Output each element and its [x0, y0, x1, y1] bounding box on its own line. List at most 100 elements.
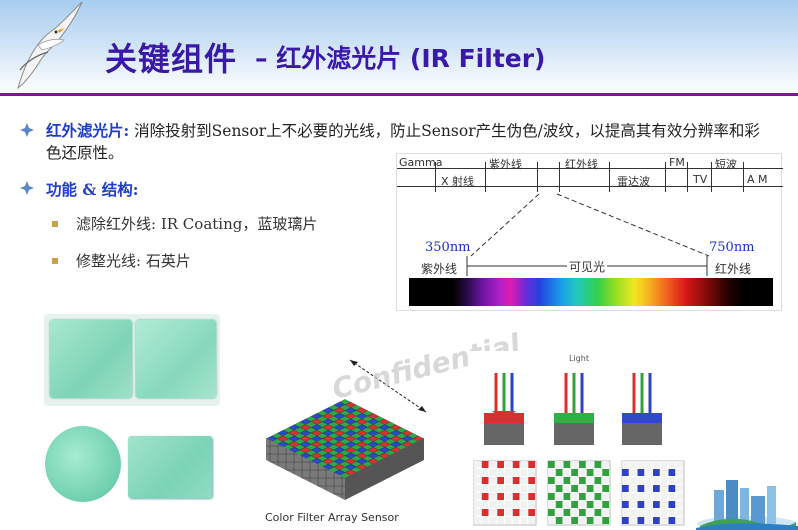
- channel-grid-cell: [563, 485, 571, 492]
- channel-grid-cell: [653, 461, 660, 468]
- channel-grid-cell: [660, 477, 668, 484]
- channel-grid-cell: [489, 477, 497, 484]
- channel-grid-cell: [520, 509, 528, 516]
- channel-grid-cell: [512, 461, 520, 468]
- channel-grid-cell: [645, 501, 652, 508]
- channel-grid-cell: [489, 469, 497, 476]
- channel-grid-cell: [660, 501, 668, 508]
- channel-grid-cell: [555, 509, 563, 516]
- channel-grid-cell: [474, 493, 481, 500]
- channel-grid-cell: [653, 517, 660, 524]
- channel-grid-cell: [676, 517, 683, 524]
- channel-grid-cell: [676, 477, 683, 484]
- channel-grid-cell: [602, 501, 609, 508]
- channel-grid-cell: [548, 477, 555, 484]
- channel-grid-cell: [548, 509, 555, 516]
- light-filter-panel: Light: [468, 351, 686, 530]
- band-xray: X 射线: [441, 175, 475, 188]
- band-ir: 红外线: [565, 158, 598, 171]
- channel-grid-cell: [622, 509, 629, 516]
- channel-grid-cell: [497, 493, 504, 500]
- channel-grid-cell: [629, 485, 637, 492]
- channel-grid-cell: [512, 517, 520, 524]
- channel-grid-cell: [548, 517, 555, 524]
- channel-grid-cell: [653, 493, 660, 500]
- channel-grid-cell: [622, 485, 629, 492]
- channel-grid-cell: [474, 469, 481, 476]
- channel-grid-cell: [668, 509, 676, 516]
- channel-grid-cell: [548, 469, 555, 476]
- title-sub: – 红外滤光片 (IR Filter): [255, 44, 546, 73]
- label-uv: 紫外线: [419, 260, 460, 277]
- channel-grid-cell: [660, 485, 668, 492]
- channel-grid-cell: [571, 461, 578, 468]
- channel-grid-cell: [497, 469, 504, 476]
- channel-grid-cell: [668, 485, 676, 492]
- channel-grid-cell: [645, 517, 652, 524]
- channel-grid-cell: [586, 477, 594, 484]
- channel-grid-cell: [563, 461, 571, 468]
- light-label: Light: [569, 354, 589, 363]
- channel-grid-cell: [594, 477, 602, 484]
- cfa-caption: Color Filter Array Sensor: [265, 511, 399, 524]
- band-gamma: Gamma: [399, 156, 443, 169]
- title-main: 关键组件: [105, 40, 238, 78]
- channel-grid-cell: [505, 469, 512, 476]
- channel-grid-cell: [660, 517, 668, 524]
- channel-grid-cell: [505, 493, 512, 500]
- channel-grid-cell: [505, 517, 512, 524]
- channel-grid-cell: [660, 493, 668, 500]
- channel-grid-cell: [579, 461, 586, 468]
- channel-grid-cell: [579, 509, 586, 516]
- channel-grid-cell: [594, 469, 602, 476]
- red-filter-cell: [484, 373, 524, 445]
- channel-grid-cell: [602, 477, 609, 484]
- channel-grid-cell: [594, 493, 602, 500]
- sub-bullet-text: 修整光线: 石英片: [76, 252, 191, 270]
- seagull-logo: [17, 1, 83, 90]
- channel-grid-cell: [512, 477, 520, 484]
- channel-grid-cell: [520, 477, 528, 484]
- channel-grid-cell: [571, 501, 578, 508]
- sub-bullet-ir-cut: 滤除红外线: IR Coating，蓝玻璃片: [52, 213, 317, 234]
- channel-grid-cell: [676, 493, 683, 500]
- cfa-sensor-illustration: [265, 359, 427, 500]
- channel-grid-cell: [660, 469, 668, 476]
- channel-grid-cell: [520, 461, 528, 468]
- channel-grid-cell: [676, 485, 683, 492]
- channel-grid-cell: [548, 461, 555, 468]
- channel-grid-cell: [555, 517, 563, 524]
- sub-bullet-quartz: 修整光线: 石英片: [52, 250, 191, 271]
- channel-grid-cell: [586, 485, 594, 492]
- channel-grid-cell: [637, 517, 645, 524]
- channel-grid-cell: [579, 501, 586, 508]
- channel-grid-cell: [505, 461, 512, 468]
- channel-grid-cell: [594, 461, 602, 468]
- channel-grid-cell: [579, 477, 586, 484]
- channel-grid-cell: [622, 517, 629, 524]
- channel-grid-cell: [528, 477, 535, 484]
- channel-grid-cell: [520, 493, 528, 500]
- channel-grid-cell: [645, 477, 652, 484]
- channel-grid-cell: [512, 485, 520, 492]
- square-bullet-icon: [52, 220, 58, 227]
- channel-grid-cell: [555, 461, 563, 468]
- channel-grid-cell: [594, 485, 602, 492]
- channel-grid-cell: [653, 477, 660, 484]
- spectrum-diagram: Gamma 紫外线 红外线 FM 短波 X 射线 雷达波 TV A M 350n…: [396, 153, 783, 311]
- channel-grid-cell: [474, 517, 481, 524]
- channel-grid-cell: [512, 509, 520, 516]
- channel-grid-cell: [586, 493, 594, 500]
- channel-grid-cell: [645, 493, 652, 500]
- sub-bullet-text: 滤除红外线: IR Coating，蓝玻璃片: [76, 215, 318, 233]
- channel-grid-cell: [668, 469, 676, 476]
- channel-grid-cell: [481, 501, 489, 508]
- bullet-ir-filter: 红外滤光片: 消除投射到Sensor上不必要的光线，防止Sensor产生伪色/波…: [20, 120, 760, 164]
- channel-grid-cell: [602, 493, 609, 500]
- channel-grid-cell: [571, 477, 578, 484]
- channel-grid-cell: [505, 477, 512, 484]
- city-logo-icon: [696, 480, 798, 530]
- channel-grid-cell: [629, 493, 637, 500]
- channel-grid-cell: [555, 477, 563, 484]
- channel-grid-cell: [505, 509, 512, 516]
